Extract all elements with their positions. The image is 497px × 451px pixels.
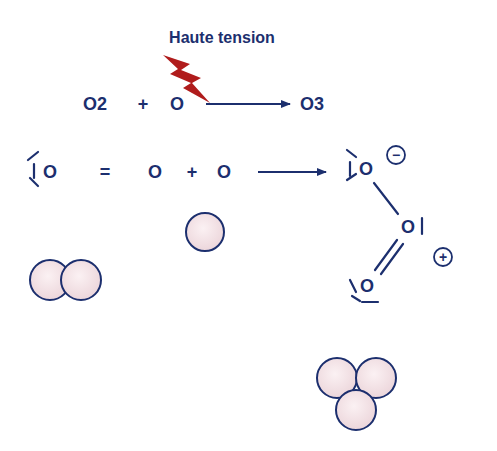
- atom-symbol: O: [148, 163, 162, 181]
- charge-sign: +: [439, 250, 447, 264]
- reaction-arrow: [258, 171, 326, 173]
- atom-symbol: O: [360, 277, 374, 295]
- title-label: Haute tension: [169, 30, 275, 46]
- bond-symbol: =: [100, 163, 111, 181]
- ozone-bonds: [347, 150, 422, 302]
- operator: +: [187, 163, 198, 181]
- formula: O3: [300, 95, 324, 113]
- charge-circle: [434, 248, 452, 266]
- atom-spheres: [30, 213, 396, 430]
- atom-symbol: O: [359, 160, 373, 178]
- atom-symbol: O: [217, 163, 231, 181]
- formula: O: [170, 95, 184, 113]
- charge-sign: −: [392, 148, 400, 162]
- charge-circle: [387, 146, 405, 164]
- formula: O2: [83, 95, 107, 113]
- reaction-arrow: [206, 103, 290, 105]
- lone-pair: [28, 152, 38, 186]
- atom-symbol: O: [43, 163, 57, 181]
- atom-symbol: O: [401, 218, 415, 236]
- operator: +: [138, 95, 149, 113]
